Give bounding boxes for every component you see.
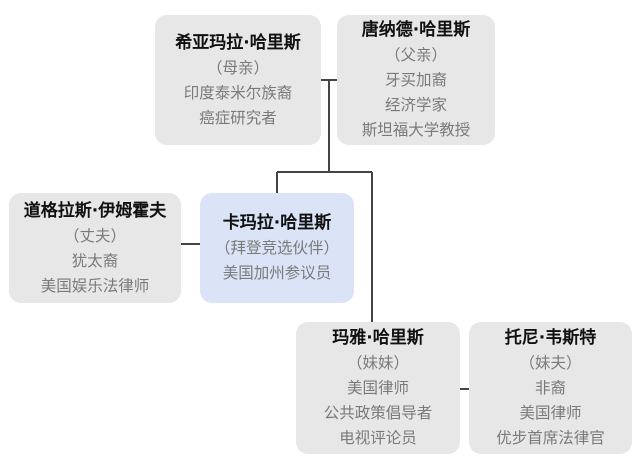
person-detail: 优步首席法律官: [496, 429, 605, 447]
person-detail: （母亲）: [206, 58, 269, 77]
person-detail: 电视评论员: [339, 429, 417, 447]
person-detail: 美国律师: [519, 404, 582, 422]
person-card-kamala: 卡玛拉·哈里斯 （拜登竞选伙伴） 美国加州参议员: [200, 193, 354, 303]
person-detail: 斯坦福大学教授: [361, 121, 471, 139]
person-card-husband: 道格拉斯·伊姆霍夫 （丈夫） 犹太裔 美国娱乐法律师: [9, 193, 181, 303]
person-detail: （妹夫）: [519, 354, 582, 372]
person-name: 道格拉斯·伊姆霍夫: [23, 200, 167, 221]
person-detail: 经济学家: [384, 96, 447, 114]
person-detail: 公共政策倡导者: [323, 404, 433, 422]
person-card-father: 唐纳德·哈里斯 （父亲） 牙买加裔 经济学家 斯坦福大学教授: [337, 15, 495, 145]
person-card-mother: 希亚玛拉·哈里斯 （母亲） 印度泰米尔族裔 癌症研究者: [155, 15, 321, 145]
person-detail: 非裔: [534, 379, 566, 397]
person-detail: 牙买加裔: [384, 71, 447, 89]
person-detail: （拜登竞选伙伴）: [214, 239, 339, 257]
person-name: 希亚玛拉·哈里斯: [175, 32, 301, 53]
person-detail: 美国律师: [346, 379, 409, 397]
person-name: 唐纳德·哈里斯: [361, 20, 471, 40]
person-detail: 犹太裔: [71, 251, 119, 270]
person-name: 卡玛拉·哈里斯: [222, 213, 332, 233]
person-detail: （妹妹）: [346, 354, 409, 372]
person-detail: 癌症研究者: [199, 108, 277, 127]
person-detail: 美国娱乐法律师: [40, 276, 150, 295]
person-name: 托尼·韦斯特: [504, 328, 597, 348]
person-detail: （父亲）: [384, 46, 447, 64]
person-card-sister: 玛雅·哈里斯 （妹妹） 美国律师 公共政策倡导者 电视评论员: [296, 322, 460, 454]
person-card-brother-in-law: 托尼·韦斯特 （妹夫） 非裔 美国律师 优步首席法律官: [469, 322, 632, 454]
person-detail: 印度泰米尔族裔: [183, 83, 293, 102]
person-detail: 美国加州参议员: [222, 264, 332, 282]
person-name: 玛雅·哈里斯: [332, 328, 424, 348]
person-detail: （丈夫）: [63, 226, 126, 245]
